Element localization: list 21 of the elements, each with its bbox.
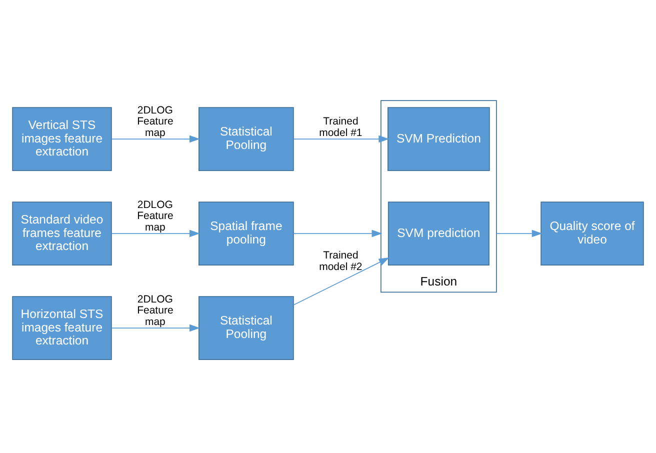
- edge-label: Trained model #1: [319, 116, 362, 140]
- node-box: Quality score of video: [540, 202, 644, 266]
- node-box: Statistical Pooling: [198, 107, 294, 171]
- node-box: Statistical Pooling: [198, 296, 294, 360]
- arrow: [496, 230, 542, 238]
- arrow: [111, 135, 200, 143]
- node-box: Spatial frame pooling: [198, 202, 294, 266]
- edge-label: 2DLOG Feature map: [137, 104, 174, 140]
- edge-label: 2DLOG Feature map: [137, 293, 174, 328]
- node-box: SVM prediction: [388, 202, 490, 266]
- arrow: [293, 135, 390, 143]
- node-box: Horizontal STS images feature extraction: [12, 296, 112, 360]
- node-box: Standard video frames feature extraction: [12, 202, 112, 266]
- edge-label: 2DLOG Feature map: [137, 198, 174, 234]
- edge-label: Trained model #2: [319, 250, 362, 273]
- arrow: [293, 258, 390, 306]
- arrow: [293, 230, 382, 238]
- node-box: Vertical STS images feature extraction: [12, 107, 112, 171]
- arrow: [111, 324, 200, 332]
- arrow: [111, 230, 200, 238]
- node-box: SVM Prediction: [388, 107, 490, 171]
